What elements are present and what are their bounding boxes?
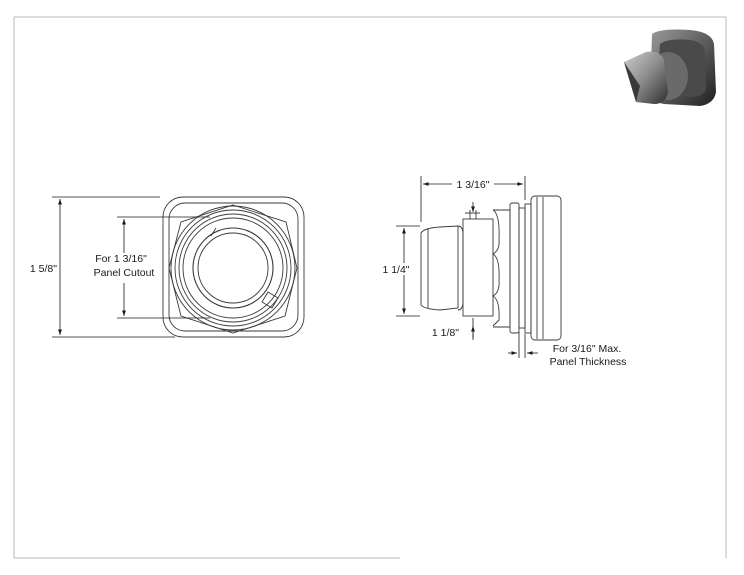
side-collar bbox=[462, 218, 494, 317]
sheet-border bbox=[13, 16, 727, 559]
front-height-label: 1 5/8" bbox=[30, 263, 57, 275]
front-hex-nut bbox=[168, 204, 298, 334]
panel-thickness-dimension bbox=[508, 332, 538, 358]
cutout-label-line1: For 1 3/16" bbox=[95, 253, 147, 265]
cutout-label-line2: Panel Cutout bbox=[94, 267, 155, 279]
side-bezel bbox=[530, 195, 562, 341]
front-key-notch bbox=[210, 227, 279, 309]
side-height-label: 1 1/4" bbox=[382, 264, 409, 276]
side-view bbox=[420, 195, 562, 341]
front-height-dimension bbox=[52, 196, 175, 338]
side-depth-label: 1 3/16" bbox=[457, 179, 490, 191]
side-knob bbox=[420, 225, 459, 311]
panel-label-line2: Panel Thickness bbox=[550, 356, 627, 368]
product-render-icon bbox=[624, 29, 716, 106]
front-bezel bbox=[162, 196, 305, 338]
side-knob-dimension bbox=[465, 202, 480, 340]
front-view bbox=[162, 196, 305, 338]
side-knob-label: 1 1/8" bbox=[432, 327, 459, 339]
front-knob-ring bbox=[192, 227, 274, 309]
side-nut bbox=[509, 202, 520, 334]
panel-label-line1: For 3/16" Max. bbox=[553, 343, 622, 355]
